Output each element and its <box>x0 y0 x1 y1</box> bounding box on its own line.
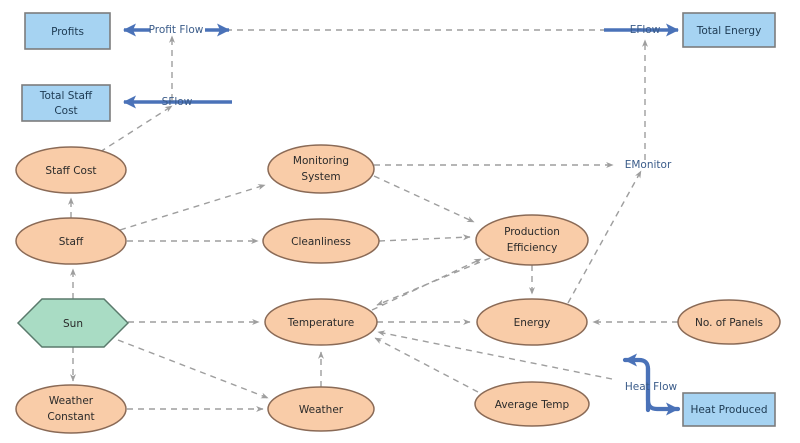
flow-label-emonitor-text: EMonitor <box>625 159 672 171</box>
edge-staff-cost-to-sflow <box>99 105 173 153</box>
variable-weather-constant[interactable]: Weather Constant <box>15 384 127 434</box>
stock-heat-produced[interactable]: Heat Produced <box>682 392 776 427</box>
edge-staff-to-monitoring-system <box>119 184 266 231</box>
variable-average-temp[interactable]: Average Temp <box>474 381 590 427</box>
edge-monitoring-system-to-production-efficiency <box>373 175 475 223</box>
edge-sun-to-weather <box>117 339 269 399</box>
edge-energy-to-emonitor <box>567 170 642 304</box>
variable-staff[interactable]: Staff <box>15 217 127 265</box>
stock-profits[interactable]: Profits <box>24 12 111 50</box>
source-sun[interactable]: Sun <box>16 298 130 348</box>
variable-temperature[interactable]: Temperature <box>264 298 378 346</box>
flow-labels: Profit Flow SFlow EFlow EMonitor Heat Fl… <box>140 23 678 393</box>
stock-total-staff-cost[interactable]: Total Staff Cost <box>21 84 111 122</box>
flow-label-heat-flow-text: Heat Flow <box>625 381 678 393</box>
edge-cleanliness-to-production-efficiency <box>378 234 471 242</box>
flow-label-emonitor[interactable]: EMonitor <box>625 159 672 171</box>
stock-total-energy[interactable]: Total Energy <box>682 12 776 48</box>
variable-monitoring-system[interactable]: Monitoring System <box>267 144 375 194</box>
variable-cleanliness[interactable]: Cleanliness <box>262 218 380 264</box>
flow-label-heat-flow[interactable]: Heat Flow <box>625 381 678 393</box>
flow-heat-down-arrow <box>645 365 681 416</box>
variable-weather[interactable]: Weather <box>267 386 375 432</box>
edge-production-efficiency-to-temperature <box>376 257 491 306</box>
dependency-edges <box>68 29 678 413</box>
edge-heat-flow-to-temperature <box>377 330 613 380</box>
variable-energy[interactable]: Energy <box>476 298 588 346</box>
flow-label-profit-flow[interactable]: Profit Flow <box>140 23 206 37</box>
edge-average-temp-to-temperature <box>374 337 479 393</box>
flow-heat-up-arrow <box>622 353 651 413</box>
variable-no-of-panels[interactable]: No. of Panels <box>677 299 781 345</box>
variable-production-efficiency[interactable]: Production Efficiency <box>475 214 589 266</box>
variable-staff-cost[interactable]: Staff Cost <box>15 146 127 194</box>
flow-edges <box>123 23 681 416</box>
